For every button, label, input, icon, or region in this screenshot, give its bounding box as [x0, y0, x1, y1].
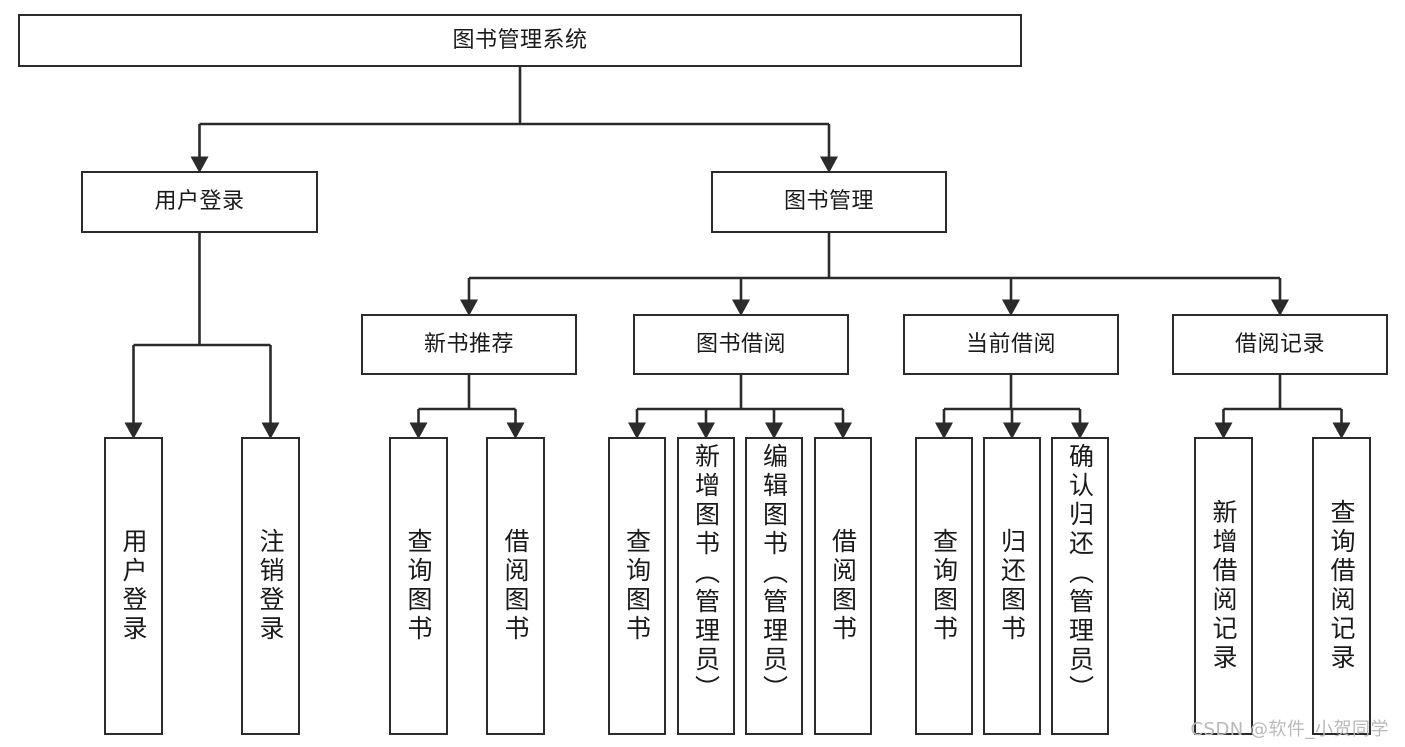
- node-leaf-confirm-return[interactable]: 确认归还（管理员）: [1051, 437, 1109, 735]
- node-user-login[interactable]: 用户登录: [81, 171, 318, 233]
- node-leaf-borrow-book-2[interactable]: 借阅图书: [814, 437, 872, 735]
- node-label: 查询图书: [622, 528, 652, 644]
- node-leaf-logout[interactable]: 注销登录: [241, 437, 300, 735]
- node-leaf-query-record[interactable]: 查询借阅记录: [1312, 437, 1371, 735]
- node-label: 新增借阅记录: [1209, 499, 1238, 673]
- node-leaf-add-book[interactable]: 新增图书（管理员）: [677, 437, 735, 735]
- node-label: 编辑图书（管理员）: [759, 443, 789, 704]
- node-label: 借阅记录: [1234, 331, 1325, 357]
- node-book-borrow[interactable]: 图书借阅: [633, 314, 849, 375]
- node-new-book-rec[interactable]: 新书推荐: [361, 314, 577, 375]
- node-label: 确认归还（管理员）: [1065, 443, 1095, 704]
- node-label: 图书管理系统: [452, 27, 588, 53]
- node-label: 当前借阅: [965, 331, 1056, 357]
- node-label: 借阅图书: [828, 528, 858, 644]
- node-leaf-query-book-3[interactable]: 查询图书: [915, 437, 973, 735]
- node-label: 新书推荐: [423, 331, 514, 357]
- node-label: 图书管理: [783, 189, 874, 215]
- node-leaf-query-book-2[interactable]: 查询图书: [608, 437, 666, 735]
- node-label: 新增图书（管理员）: [691, 443, 721, 704]
- node-current-borrow[interactable]: 当前借阅: [903, 314, 1119, 375]
- watermark: CSDN @软件_小贺同学: [1190, 719, 1389, 740]
- node-borrow-record[interactable]: 借阅记录: [1172, 314, 1388, 375]
- node-label: 归还图书: [997, 528, 1027, 644]
- node-book-manage[interactable]: 图书管理: [711, 171, 947, 233]
- node-label: 用户登录: [119, 528, 148, 644]
- node-leaf-return-book[interactable]: 归还图书: [983, 437, 1041, 735]
- node-leaf-add-record[interactable]: 新增借阅记录: [1194, 437, 1253, 735]
- node-leaf-edit-book[interactable]: 编辑图书（管理员）: [745, 437, 803, 735]
- node-label: 查询图书: [404, 528, 433, 644]
- node-root[interactable]: 图书管理系统: [18, 14, 1022, 67]
- node-label: 借阅图书: [501, 528, 530, 644]
- node-label: 查询借阅记录: [1327, 499, 1356, 673]
- node-label: 注销登录: [256, 528, 285, 644]
- node-label: 用户登录: [154, 189, 245, 215]
- node-leaf-query-book-1[interactable]: 查询图书: [389, 437, 448, 735]
- node-leaf-user-login[interactable]: 用户登录: [104, 437, 163, 735]
- node-label: 查询图书: [929, 528, 959, 644]
- node-label: 图书借阅: [695, 331, 786, 357]
- node-leaf-borrow-book-1[interactable]: 借阅图书: [486, 437, 545, 735]
